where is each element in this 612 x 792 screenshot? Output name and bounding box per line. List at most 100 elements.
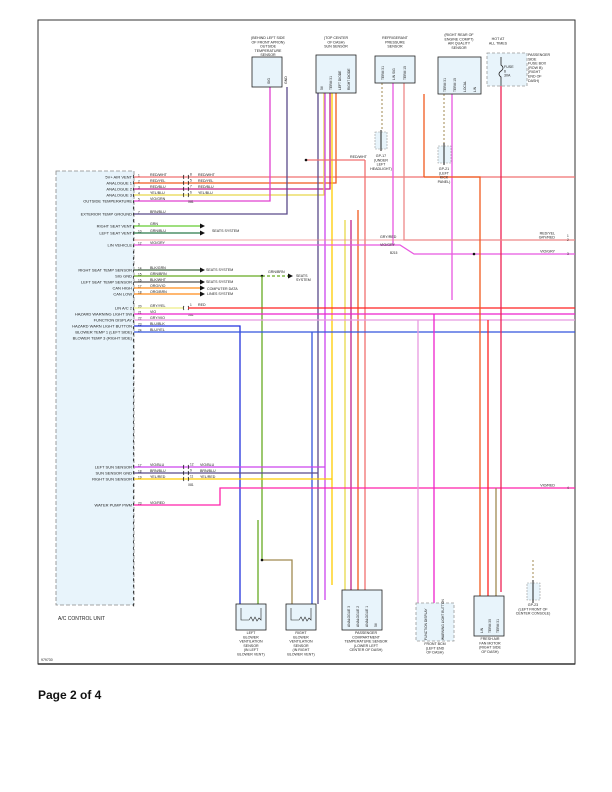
pin-label: LIN <box>473 86 477 92</box>
seats-system-label: SEATS SYSTEM <box>206 268 233 272</box>
ac-pin-label: HAZARD WARNING LIGHT SW <box>75 311 132 316</box>
pin-stub <box>132 540 135 544</box>
pin-stub <box>132 502 135 506</box>
pin-number: 1 <box>138 174 140 178</box>
label: VENTILATION <box>289 640 313 644</box>
label: (LEFT FRONT OF <box>518 607 548 611</box>
label: BLOWER <box>293 635 309 639</box>
pin-label: ANALOGUE 2 <box>356 606 360 627</box>
pin-stub <box>132 370 135 374</box>
label: FUSE <box>504 65 514 69</box>
pin-stub <box>132 275 135 280</box>
label: LEFT <box>377 163 387 167</box>
pin-label: 5V <box>374 622 378 627</box>
pin-number: 23 <box>138 502 142 506</box>
pin-stub <box>132 577 135 582</box>
label: (LOWER LEFT <box>354 644 379 648</box>
label: TEMPERATURE <box>255 49 282 53</box>
pin-number: 22 <box>138 317 142 321</box>
wire-color-label: GRY/VIO <box>150 316 165 320</box>
pin-number: 24 <box>138 329 142 333</box>
pin-label: ANALOGUE 1 <box>365 606 369 627</box>
wire-color-label: VIO/RED <box>540 484 555 488</box>
wire-color-label: RED/BLU <box>150 185 166 189</box>
ac-control-unit-label: A/C CONTROL UNIT <box>58 616 105 622</box>
splice-dot <box>260 558 264 562</box>
wire-red-blu <box>134 93 331 190</box>
pin-stub <box>132 565 135 569</box>
wire-color-label: GRY/RED <box>380 235 397 239</box>
label: KICK <box>440 176 449 180</box>
pin-stub <box>132 319 135 324</box>
wire-grn-brn-rbs <box>262 559 293 604</box>
label: FUSE BOX <box>528 62 547 66</box>
pin-stub <box>132 603 135 607</box>
wire-brn-blu <box>134 87 288 215</box>
wire-color-label: GRY/YEL <box>150 304 166 308</box>
pin-stub <box>132 546 135 550</box>
ac-pin-label: BLOWER TEMP 3 (RIGHT SIDE) <box>73 335 133 340</box>
pin-stub <box>132 433 135 437</box>
pin-stub <box>132 571 135 576</box>
pin-stub <box>132 193 135 198</box>
label: PANEL) <box>438 180 451 184</box>
pin-number: 9 <box>138 223 140 227</box>
label: (LEFT <box>439 171 450 175</box>
pin-stub <box>132 489 135 494</box>
pin-stub <box>132 288 135 292</box>
label: PRESSURE <box>385 40 405 44</box>
ac-pin-stubs <box>132 174 135 607</box>
pin-label: RIGHT DIODE <box>347 68 351 90</box>
pin-stub <box>132 313 135 317</box>
pin-stub <box>132 533 135 538</box>
pin-stub <box>132 363 135 368</box>
connector-icon <box>182 192 190 198</box>
ac-pin-label: SUN SENSOR GND <box>96 470 133 475</box>
wire-color-label: GRN/BLU <box>150 229 166 233</box>
label: SEATS <box>296 274 308 278</box>
pin-number: 23 <box>138 323 142 327</box>
diagram-id: 979730 <box>41 658 53 662</box>
pin-stub <box>132 470 135 475</box>
wire-color-label: GRN/BRN <box>150 272 167 276</box>
pin-stub <box>132 307 135 311</box>
arrow-icon <box>288 273 293 279</box>
pin-stub <box>132 231 135 235</box>
label: (BEHIND LEFT SIDE <box>251 36 285 40</box>
wire-color-label: RED/WHT <box>198 173 216 177</box>
wire-color-label: BLK/WHT <box>150 278 167 282</box>
ac-pin-label: ANALOGUE 3 <box>106 192 132 197</box>
wire-vio-grn <box>134 87 271 202</box>
pin-label: ANALOGUE 3 <box>347 606 351 627</box>
pin-stub <box>132 508 135 513</box>
pin-number: 14 <box>138 267 142 271</box>
label: TEMPERATURE SENSOR <box>344 640 387 644</box>
arrow-icon <box>200 267 205 273</box>
wire-color-label: BLK/GRN <box>150 266 166 270</box>
ac-pin-label: HAZARD WARN LIGHT BUTTON <box>72 323 132 328</box>
pin-number: 12 <box>138 242 142 246</box>
pin-stub <box>132 401 135 406</box>
label: SENSOR <box>260 53 276 57</box>
wire-fam-lin <box>424 176 481 596</box>
connector-label: X81 <box>188 200 194 204</box>
pin-number: 12 <box>190 463 194 467</box>
pin-stub <box>132 395 135 399</box>
pin-label: 5V <box>320 85 324 90</box>
label: GP-17 <box>376 154 386 158</box>
pin-stub <box>132 445 135 450</box>
splice-dot <box>304 158 308 162</box>
pin-label: LOCAL <box>463 81 467 92</box>
wire-color-label: BLU/BLK <box>150 322 165 326</box>
pin-stub <box>132 590 135 595</box>
pin-label: TERM 15 <box>453 78 457 92</box>
